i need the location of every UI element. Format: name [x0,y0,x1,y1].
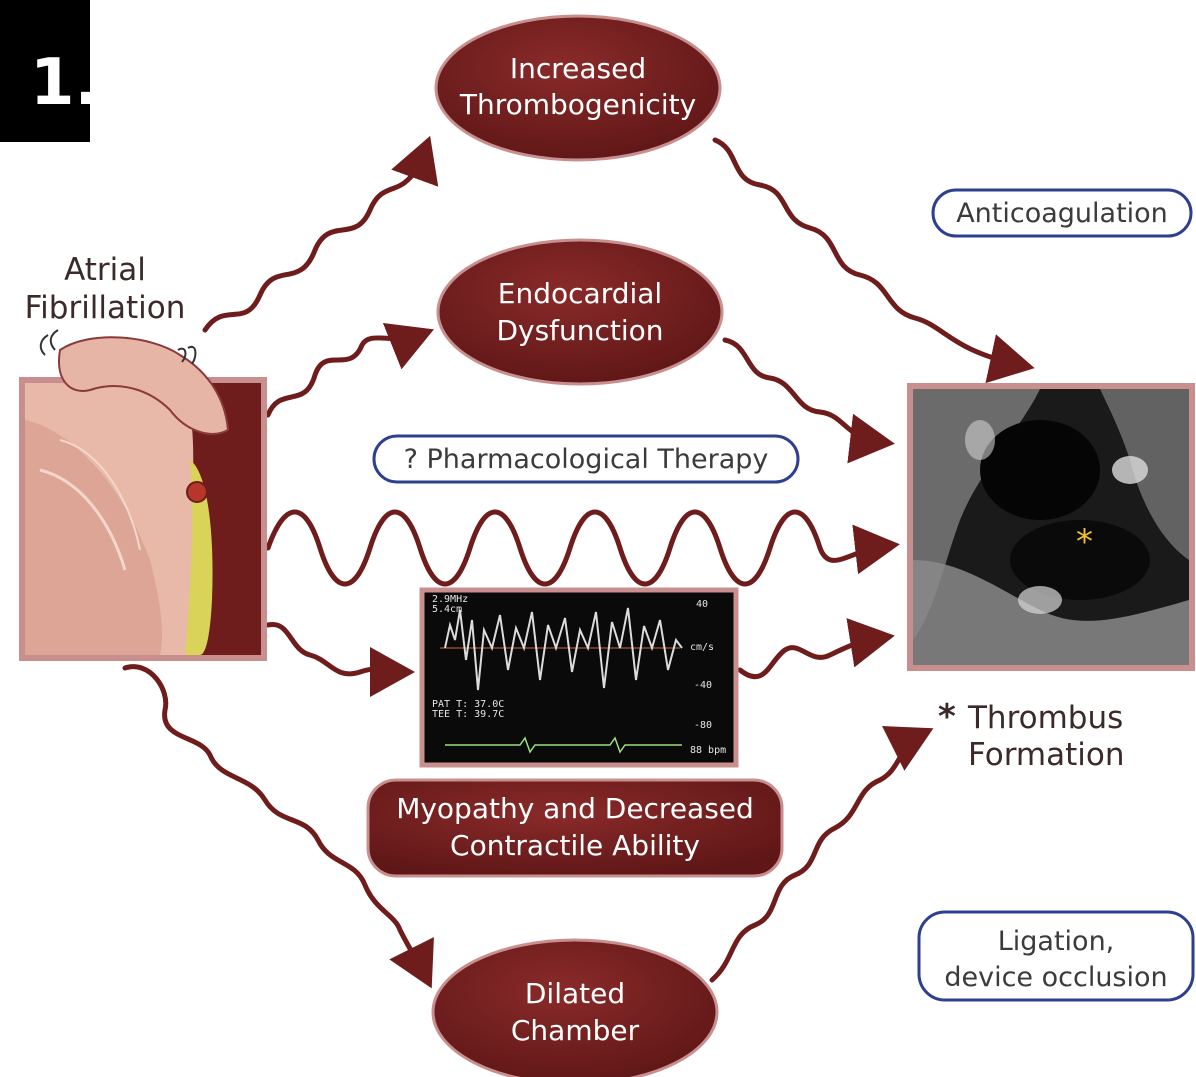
arrow-af-to-myopathy [268,624,400,673]
node-increased-thrombogenicity-line1: Increased [510,52,646,85]
doppler-scale-neg40: -40 [694,680,712,691]
doppler-temp2: TEE T: 39.7C [432,709,504,720]
node-endocardial-dysfunction: Endocardial Dysfunction [438,240,722,384]
panel-label-text: 1. [30,46,99,120]
therapy-ligation-line2: device occlusion [944,962,1167,993]
node-endocardial-dysfunction-line1: Endocardial [498,277,662,310]
node-increased-thrombogenicity-line2: Thrombogenicity [459,88,696,121]
panel-label: 1. [0,0,99,142]
arrow-af-to-thrombogenicity [205,150,425,330]
thrombus-label: * Thrombus Formation [938,697,1124,773]
arrow-myopathy-to-thrombus [740,638,880,677]
doppler-scale-top: 40 [696,599,708,610]
af-label-line2: Fibrillation [25,290,186,326]
therapy-pharmacological-label: ? Pharmacological Therapy [404,444,769,475]
doppler-hr: 88 bpm [690,745,726,756]
therapy-pharmacological: ? Pharmacological Therapy [374,436,798,482]
node-dilated-chamber-line2: Chamber [511,1014,640,1047]
node-myopathy: Myopathy and Decreased Contractile Abili… [368,780,782,876]
arrow-endocardial-to-thrombus [725,340,880,442]
therapy-ligation: Ligation, device occlusion [919,912,1193,1000]
doppler-depth: 5.4cm [432,604,462,615]
doppler-scale-neg80: -80 [694,720,712,731]
doppler-scale-unit: cm/s [690,642,714,653]
thrombus-line1: Thrombus [967,700,1123,736]
arrow-thrombogenicity-to-thrombus [715,140,1020,365]
arrow-af-to-thrombus-straight [268,512,885,584]
ultrasound-image: * [910,386,1192,668]
atrium-illustration [22,330,264,658]
node-dilated-chamber: Dilated Chamber [433,940,717,1077]
af-label-line1: Atrial [64,252,146,288]
node-endocardial-dysfunction-line2: Dysfunction [496,314,663,347]
node-myopathy-line2: Contractile Ability [450,829,700,862]
arrow-af-to-endocardial [268,335,420,415]
thrombus-asterisk: * [938,697,956,737]
therapy-anticoagulation-label: Anticoagulation [956,198,1168,229]
thrombus-line2: Formation [968,737,1124,773]
node-increased-thrombogenicity: Increased Thrombogenicity [436,16,720,160]
doppler-image: 2.9MHz 5.4cm PAT T: 37.0C TEE T: 39.7C 4… [422,590,736,765]
therapy-ligation-line1: Ligation, [998,926,1115,957]
node-myopathy-line1: Myopathy and Decreased [396,792,754,825]
ultrasound-asterisk: * [1076,522,1093,562]
node-dilated-chamber-line1: Dilated [525,977,625,1010]
therapy-anticoagulation: Anticoagulation [933,190,1191,236]
